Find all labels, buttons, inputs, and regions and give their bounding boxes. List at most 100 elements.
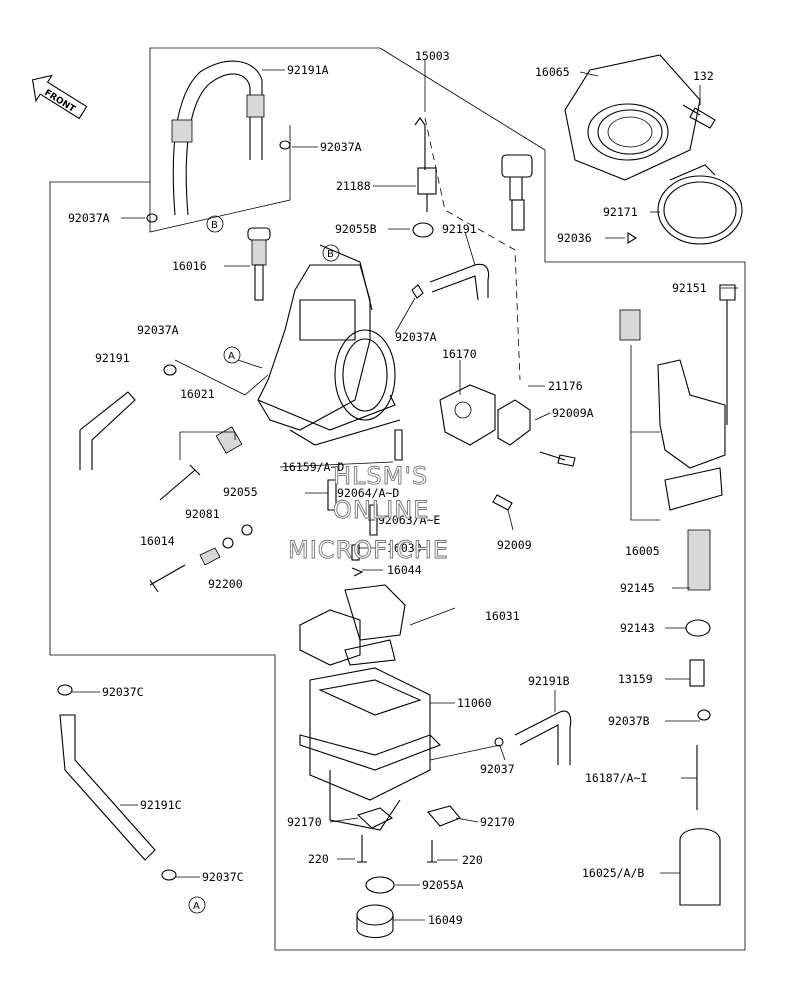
hose-92191a bbox=[171, 60, 265, 216]
label-16031: 16031 bbox=[485, 609, 520, 623]
label-92191b: 92191B bbox=[528, 674, 570, 688]
callout-a-bottom-text: A bbox=[193, 901, 200, 912]
screw-92009 bbox=[492, 494, 513, 511]
label-92036: 92036 bbox=[557, 231, 592, 245]
label-92037: 92037 bbox=[480, 762, 515, 776]
label-92170-right: 92170 bbox=[480, 815, 515, 829]
watermark: HLSM'S ONLINE MICROFICHE bbox=[288, 462, 449, 565]
label-92037c-top: 92037C bbox=[102, 685, 144, 699]
hose-92191-left bbox=[79, 391, 136, 470]
label-92145: 92145 bbox=[620, 581, 655, 595]
clip-92037a-body bbox=[411, 284, 424, 299]
bracket-92170-right bbox=[427, 805, 461, 827]
carburetor-body bbox=[257, 244, 401, 446]
screw-16016 bbox=[247, 227, 271, 301]
float-16031 bbox=[299, 584, 456, 666]
jet-16159 bbox=[394, 429, 403, 461]
label-16187: 16187/A~I bbox=[585, 771, 647, 785]
float-bowl bbox=[299, 667, 441, 831]
label-16044: 16044 bbox=[387, 563, 422, 577]
front-arrow: FRONT bbox=[31, 74, 88, 120]
label-92037a-left: 92037A bbox=[68, 211, 110, 225]
callout-a-left-text: A bbox=[228, 351, 235, 362]
label-16065: 16065 bbox=[535, 65, 570, 79]
label-92037a-top: 92037A bbox=[320, 140, 362, 154]
label-21188: 21188 bbox=[336, 179, 371, 193]
jet-92063 bbox=[369, 504, 378, 536]
clamp-92171 bbox=[657, 164, 743, 245]
callout-b-top bbox=[206, 215, 224, 233]
label-92191-left: 92191 bbox=[95, 351, 130, 365]
label-92191a: 92191A bbox=[287, 63, 329, 77]
label-92151: 92151 bbox=[672, 281, 707, 295]
sensor-21188 bbox=[414, 117, 521, 381]
screw-16014 bbox=[149, 564, 186, 593]
label-220-right: 220 bbox=[462, 853, 483, 867]
screw-220-right bbox=[427, 840, 437, 863]
clip-16044 bbox=[351, 567, 364, 577]
label-92171: 92171 bbox=[603, 205, 638, 219]
label-16170: 16170 bbox=[442, 347, 477, 361]
hose-92191-mid bbox=[429, 263, 490, 301]
clip-92037c-bottom bbox=[161, 869, 177, 881]
label-16030: 16030 bbox=[387, 541, 422, 555]
label-92200: 92200 bbox=[208, 577, 243, 591]
spring-92145 bbox=[687, 529, 711, 591]
watermark-line2: ONLINE bbox=[333, 496, 429, 524]
connector bbox=[501, 154, 533, 231]
label-132: 132 bbox=[693, 69, 714, 83]
label-15003: 15003 bbox=[415, 49, 450, 63]
spring-92081 bbox=[199, 547, 221, 566]
screw-16021 bbox=[159, 426, 243, 501]
label-16049: 16049 bbox=[428, 913, 463, 927]
hose-92191c bbox=[59, 714, 156, 861]
watermark-line1: HLSM'S bbox=[333, 462, 428, 490]
clip-92037c-top bbox=[57, 684, 73, 696]
part-labels: 15003 16065 132 92191A 92037A 21188 9203… bbox=[68, 49, 714, 927]
callout-a-bottom bbox=[188, 896, 206, 914]
o-ring-92055b bbox=[412, 222, 434, 238]
slide-16025 bbox=[679, 828, 721, 906]
label-92055: 92055 bbox=[223, 485, 258, 499]
clip-92037a-left bbox=[146, 213, 158, 223]
label-16159: 16159/A~D bbox=[282, 460, 344, 474]
label-16005: 16005 bbox=[625, 544, 660, 558]
label-92037a-body: 92037A bbox=[137, 323, 179, 337]
plug-16049 bbox=[356, 904, 394, 939]
sensor-16170 bbox=[439, 384, 531, 446]
label-92143: 92143 bbox=[620, 621, 655, 635]
screw-92009a bbox=[539, 451, 576, 467]
label-92037b: 92037B bbox=[608, 714, 650, 728]
seat-92143 bbox=[685, 619, 711, 637]
label-13159: 13159 bbox=[618, 672, 653, 686]
label-92009a: 92009A bbox=[552, 406, 594, 420]
label-16016: 16016 bbox=[172, 259, 207, 273]
label-92081: 92081 bbox=[185, 507, 220, 521]
callout-b-body-text: B bbox=[327, 249, 334, 260]
callout-b-top-text: B bbox=[211, 220, 218, 231]
jet-92064 bbox=[327, 479, 337, 511]
bolt-92151 bbox=[719, 284, 736, 425]
label-92191c: 92191C bbox=[140, 798, 182, 812]
label-92191-mid: 92191 bbox=[442, 222, 477, 236]
label-92037a-mid: 92037A bbox=[395, 330, 437, 344]
label-92063: 92063/A~E bbox=[378, 513, 440, 527]
label-92037c-bottom: 92037C bbox=[202, 870, 244, 884]
clip-92037b bbox=[697, 709, 711, 721]
washer-92200 bbox=[222, 537, 234, 549]
callout-b-body bbox=[322, 244, 340, 262]
clip-92037 bbox=[494, 737, 504, 747]
cap-16005 bbox=[619, 309, 726, 521]
label-92064: 92064/A~D bbox=[337, 486, 399, 500]
label-16014: 16014 bbox=[140, 534, 175, 548]
o-ring-92055a bbox=[365, 876, 395, 894]
assembly-boundary bbox=[49, 47, 746, 951]
label-92055b: 92055B bbox=[335, 222, 377, 236]
callout-a-left bbox=[223, 346, 241, 364]
leader-lines bbox=[72, 60, 738, 921]
bracket-92170-left bbox=[356, 807, 393, 829]
clip-92037a-mid bbox=[163, 364, 177, 376]
watermark-line3: MICROFICHE bbox=[288, 536, 449, 564]
front-arrow-label: FRONT bbox=[42, 88, 77, 115]
